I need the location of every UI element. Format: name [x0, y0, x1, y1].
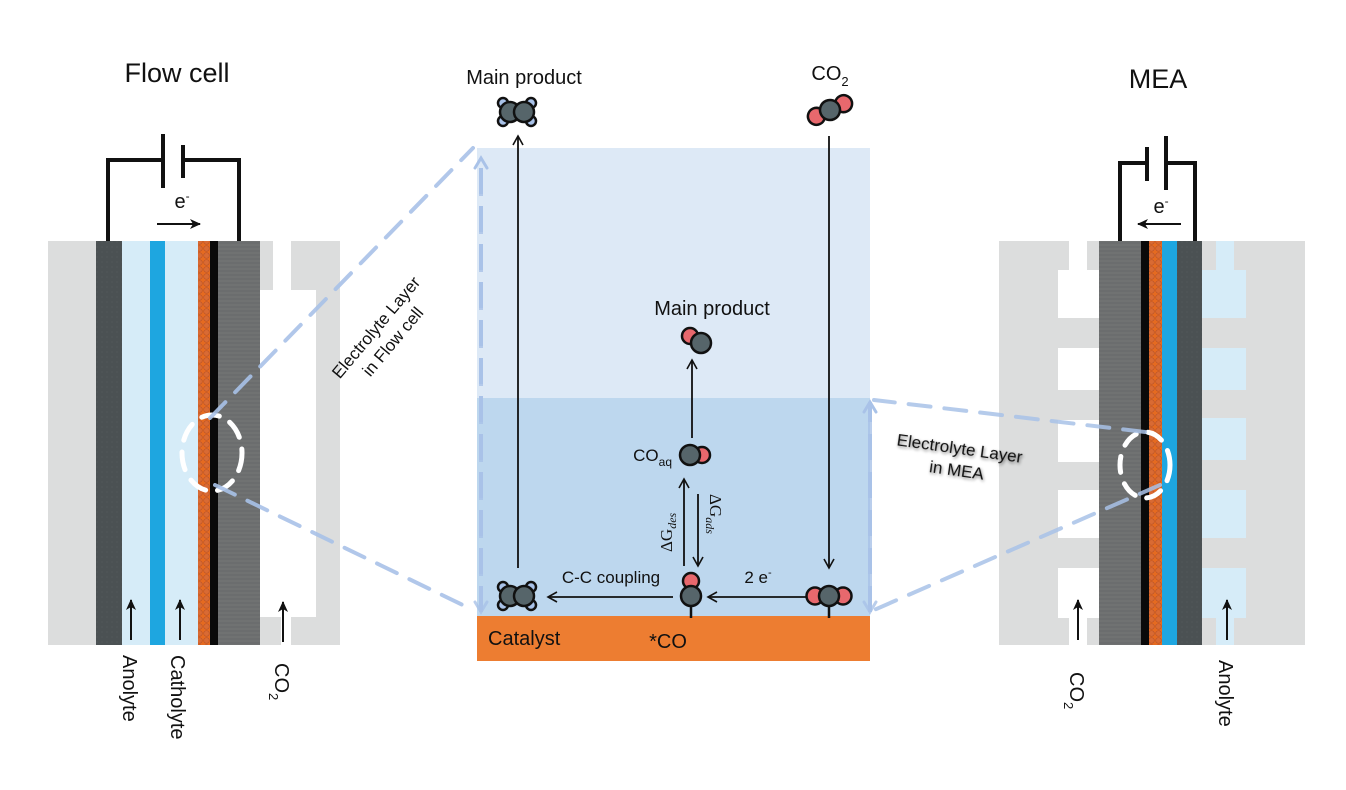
co-aq-label: COaq — [633, 446, 672, 469]
svg-text:in MEA: in MEA — [928, 457, 986, 484]
mea-electron-label: e- — [1153, 194, 1168, 218]
co2-flow-frame — [291, 241, 340, 645]
gas-diffusion-layer — [218, 241, 260, 645]
flow-cell-zoom-line-bottom — [213, 483, 475, 612]
flow-cell-zoom-line-top — [208, 146, 475, 420]
flow-cell-circuit — [106, 134, 241, 241]
mea-current-collector — [1141, 241, 1149, 645]
bulk-electrolyte-region — [477, 148, 870, 398]
mechanism-panel: Main product CO2 Main product CO — [466, 63, 878, 661]
mea-anolyte-label: Anolyte — [1214, 660, 1236, 727]
mea-membrane — [1162, 241, 1177, 645]
flow-cell-zoom-label: Electrolyte Layer in Flow cell — [328, 273, 427, 382]
mea-stack — [999, 241, 1305, 645]
anolyte-channel — [122, 241, 150, 645]
current-collector — [210, 241, 218, 645]
boundary-electrolyte-region — [477, 398, 870, 616]
mea-catalyst-layer — [1149, 241, 1162, 645]
flow-cell-stack — [48, 241, 340, 645]
ethylene-molecule-icon — [496, 96, 538, 128]
mid-main-product-label: Main product — [654, 298, 770, 320]
top-main-product-label: Main product — [466, 67, 582, 89]
catalyst-label: Catalyst — [488, 628, 561, 650]
mea-gas-diffusion-layer — [1099, 241, 1141, 645]
anolyte-label: Anolyte — [118, 655, 140, 722]
anode-electrode — [96, 241, 122, 645]
co-aq-molecule-icon — [678, 443, 712, 467]
mea-title: MEA — [1129, 64, 1188, 94]
dg-ads-label: ΔGads — [703, 494, 725, 534]
co2-molecule-icon — [806, 93, 854, 127]
dg-des-label: ΔGdes — [657, 512, 679, 552]
catalyst-surface — [477, 616, 870, 661]
mea-zoom-ellipse — [1117, 429, 1173, 501]
mea-zoom-line-top — [872, 398, 1147, 434]
two-electron-label: 2 e- — [744, 567, 772, 587]
mea-circuit — [1118, 136, 1197, 241]
adsorbed-co-molecule-icon — [679, 571, 703, 618]
catholyte-channel — [165, 241, 198, 645]
anode-endplate — [48, 241, 96, 645]
top-co2-label: CO2 — [811, 63, 848, 89]
cc-coupling-label: C-C coupling — [562, 568, 660, 587]
membrane — [150, 241, 165, 645]
flow-cell-electron-label: e- — [174, 189, 189, 213]
mea-panel: MEA e- — [872, 64, 1305, 727]
adsorbed-co2-molecule-icon — [805, 584, 853, 618]
flow-cell-title: Flow cell — [124, 58, 229, 88]
co-product-molecule-icon — [680, 326, 713, 355]
mea-co2-label: CO2 — [1061, 672, 1087, 709]
flow-cell-co2-label: CO2 — [266, 663, 292, 700]
surface-ethylene-molecule-icon — [496, 580, 538, 612]
flow-cell-panel: Flow cell e- Anolyte — [48, 58, 475, 740]
mea-anode-electrode — [1177, 241, 1202, 645]
catholyte-label: Catholyte — [166, 655, 188, 740]
catalyst-layer — [198, 241, 210, 645]
adsorbed-co-label: *CO — [649, 631, 687, 653]
mea-zoom-line-bottom — [872, 483, 1162, 612]
